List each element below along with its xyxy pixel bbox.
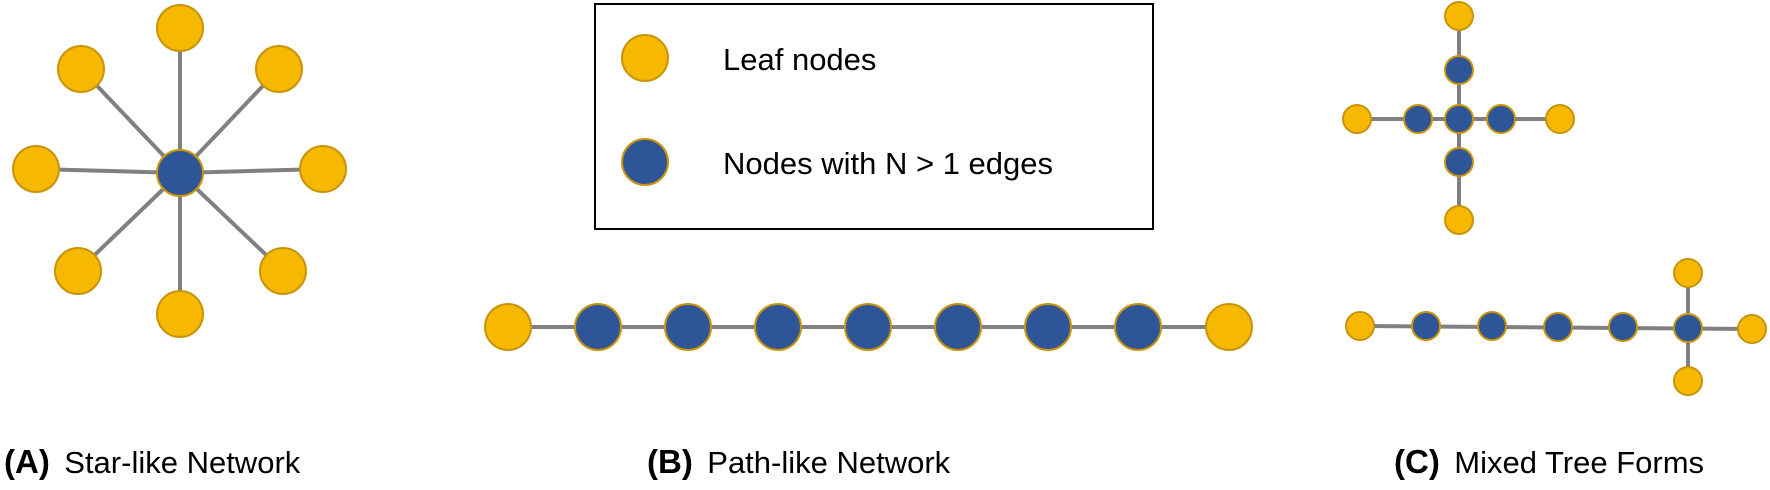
caption-b-text: (B) Path-like Network [647,443,951,480]
leaf-node [1345,311,1375,341]
branched-path-tree [1345,258,1767,396]
hub-node [844,303,892,351]
caption-a-letter: (A) [4,443,50,480]
leaf-node [1342,104,1372,134]
legend-box [594,3,1154,230]
caption-a: (A) Star-like Network [4,443,301,480]
hub-node [934,303,982,351]
caption-c: (C) Mixed Tree Forms [1394,443,1704,480]
hub-node [754,303,802,351]
edge [34,167,182,175]
hub-node [1024,303,1072,351]
legend-hub-label: Nodes with N > 1 edges [723,146,1053,181]
leaf-node [484,303,532,351]
caption-a-text: (A) Star-like Network [4,443,301,480]
leaf-node [1444,205,1474,235]
hub-node [574,303,622,351]
leaf-node [255,45,303,93]
hub-node [1486,104,1516,134]
hub-node [1444,55,1474,85]
caption-a-title: Star-like Network [64,445,300,480]
caption-c-title: Mixed Tree Forms [1454,445,1704,480]
hub-node [1543,312,1573,342]
legend-leaf-label: Leaf nodes [723,42,876,77]
hub-node [1114,303,1162,351]
hub-node [664,303,712,351]
caption-b-title: Path-like Network [707,445,950,480]
leaf-node [54,247,102,295]
caption-b: (B) Path-like Network [647,443,951,480]
path-network [484,303,1253,351]
leaf-node [156,4,204,52]
leaf-node [156,290,204,338]
legend-hub-swatch [621,138,669,186]
leaf-node [259,247,307,295]
hub-node [1444,104,1474,134]
hub-node [1673,313,1703,343]
hub-node [1444,147,1474,177]
hub-node [156,149,204,197]
leaf-node [1205,303,1253,351]
caption-c-text: (C) Mixed Tree Forms [1394,443,1704,480]
hub-node [1411,311,1441,341]
leaf-node [1673,258,1703,288]
hub-node [1608,312,1638,342]
leaf-node [1673,366,1703,396]
leaf-node [1545,104,1575,134]
leaf-node [1737,314,1767,344]
hub-node [1403,104,1433,134]
caption-b-letter: (B) [647,443,693,480]
hub-node [1477,311,1507,341]
cross-tree [1342,1,1575,235]
leaf-node [299,145,347,193]
star-network [12,4,347,338]
leaf-node [57,45,105,93]
leaf-node [1444,1,1474,31]
legend-leaf-swatch [621,34,669,82]
legend: Leaf nodes Nodes with N > 1 edges [594,3,1154,230]
leaf-node [12,145,60,193]
caption-c-letter: (C) [1394,443,1440,480]
